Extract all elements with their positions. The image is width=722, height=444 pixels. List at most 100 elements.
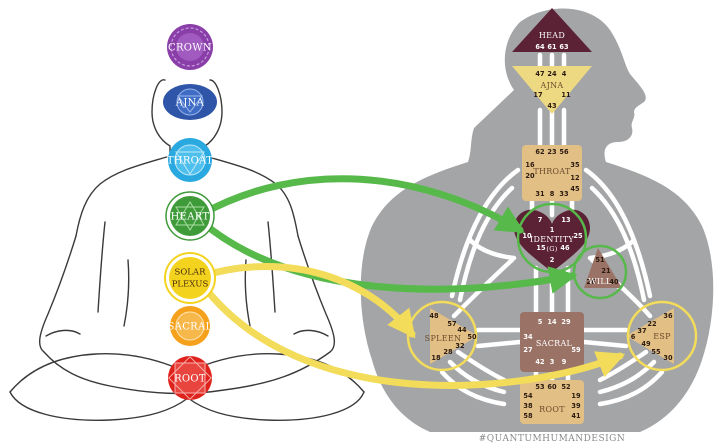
gate: 31: [535, 190, 545, 198]
center-sacral-label: SACRAL: [536, 339, 573, 348]
gate: 41: [571, 412, 581, 420]
gate: 21: [601, 267, 611, 275]
chakra-throat-label: THROAT: [167, 156, 213, 167]
chakra-solar-label-line2: PLEXUS: [172, 280, 209, 290]
gate: 60: [547, 383, 557, 391]
gate: 25: [573, 232, 583, 240]
arrow-solar-to-spleen: [198, 263, 416, 339]
center-head: HEAD 64 61 63: [512, 8, 592, 52]
chakra-heart-label: HEART: [171, 212, 210, 223]
chakra-ajna-label: AJNA: [175, 98, 205, 109]
center-will-label: WILL: [588, 277, 612, 286]
center-esp: 36 22 37 ESP 6 49 55 30: [626, 300, 698, 372]
gate: 12: [570, 174, 580, 182]
center-root-label: ROOT: [539, 405, 565, 414]
gate: 22: [647, 320, 657, 328]
mapping-arrows: [198, 175, 626, 389]
gate: 46: [560, 244, 570, 252]
gate: 3: [550, 358, 555, 366]
gate: 43: [547, 102, 557, 110]
gate: 32: [455, 342, 465, 350]
gate: 37: [637, 327, 647, 335]
footer-hashtag: #QUANTUMHUMANDESIGN: [479, 434, 626, 444]
gate: 57: [447, 320, 457, 328]
gate: 10: [522, 232, 532, 240]
gate: 30: [663, 354, 673, 362]
gate: 45: [570, 185, 580, 193]
chakra-root: ROOT: [168, 356, 212, 400]
gate: 29: [561, 318, 571, 326]
center-sacral: 5 14 29 34 SACRAL 27 59 42 3 9: [520, 312, 584, 372]
gate: 15: [536, 244, 546, 252]
gate: 17: [533, 91, 543, 99]
center-throat-label: THROAT: [533, 167, 571, 176]
center-identity-sublabel: (G): [546, 245, 557, 253]
gate: 63: [559, 43, 569, 51]
gate: 14: [547, 318, 557, 326]
center-spleen: 48 57 44 SPLEEN 50 32 28 18: [406, 300, 478, 372]
chakra-crown-label: CROWN: [168, 43, 212, 54]
gate: 24: [547, 70, 557, 78]
chakra-ajna: AJNA: [163, 84, 217, 120]
gate: 55: [651, 348, 661, 356]
gate: 33: [559, 190, 569, 198]
arrow-heart-to-will: [198, 218, 578, 294]
chakra-sacral: SACRAL: [168, 306, 213, 346]
center-ajna-label: AJNA: [540, 81, 564, 90]
gate: 1: [550, 226, 555, 234]
gate: 9: [562, 358, 567, 366]
center-identity-label: IDENTITY: [530, 235, 574, 244]
arrow-heart-to-identity: [198, 175, 525, 234]
gate: 4: [562, 70, 567, 78]
gate: 61: [547, 43, 557, 51]
gate: 5: [538, 318, 543, 326]
gate: 58: [523, 412, 533, 420]
gate: 35: [570, 161, 580, 169]
center-ajna: 47 24 4 AJNA 17 11 43: [512, 66, 592, 114]
gate: 49: [641, 340, 651, 348]
gate: 42: [535, 358, 545, 366]
center-esp-label: ESP: [653, 332, 671, 341]
gate: 52: [561, 383, 571, 391]
arrow-solar-to-esp: [198, 280, 626, 389]
gate: 27: [523, 346, 533, 354]
gate: 36: [663, 312, 673, 320]
gate: 64: [535, 43, 545, 51]
gate: 26: [586, 278, 596, 286]
gate: 19: [571, 392, 581, 400]
gate: 44: [457, 326, 467, 334]
gate: 34: [523, 333, 533, 341]
gate: 51: [595, 256, 605, 264]
gate: 40: [609, 278, 619, 286]
gate: 59: [571, 346, 581, 354]
gate: 62: [535, 148, 545, 156]
gate: 28: [443, 348, 453, 356]
gate: 11: [561, 91, 571, 99]
chakra-crown: CROWN: [167, 24, 213, 70]
gate: 20: [525, 172, 535, 180]
gate: 39: [571, 402, 581, 410]
center-identity: 7 1 13 10 25 IDENTITY 15 (G) 46 2: [514, 202, 590, 274]
center-throat: 62 23 56 16 35 THROAT 20 12 45 31 8 33: [522, 145, 582, 201]
gate: 6: [631, 333, 636, 341]
chakra-solar-plexus: SOLAR PLEXUS: [164, 252, 216, 304]
gate: 16: [525, 161, 535, 169]
gate: 8: [550, 190, 555, 198]
chakra-heart: HEART: [165, 191, 215, 241]
gate: 48: [429, 312, 439, 320]
gate: 18: [431, 354, 441, 362]
chakra-root-label: ROOT: [174, 374, 206, 385]
chakra-sacral-label: SACRAL: [168, 322, 213, 333]
gate: 47: [535, 70, 545, 78]
gate: 50: [467, 333, 477, 341]
gate: 2: [550, 256, 555, 264]
gate: 23: [547, 148, 557, 156]
gate: 54: [523, 392, 533, 400]
chakra-solar-label-line1: SOLAR: [175, 268, 207, 278]
gate: 13: [561, 216, 571, 224]
chakra-throat: THROAT: [167, 138, 213, 182]
gate: 38: [523, 402, 533, 410]
gate: 53: [535, 383, 545, 391]
gate: 7: [538, 216, 543, 224]
